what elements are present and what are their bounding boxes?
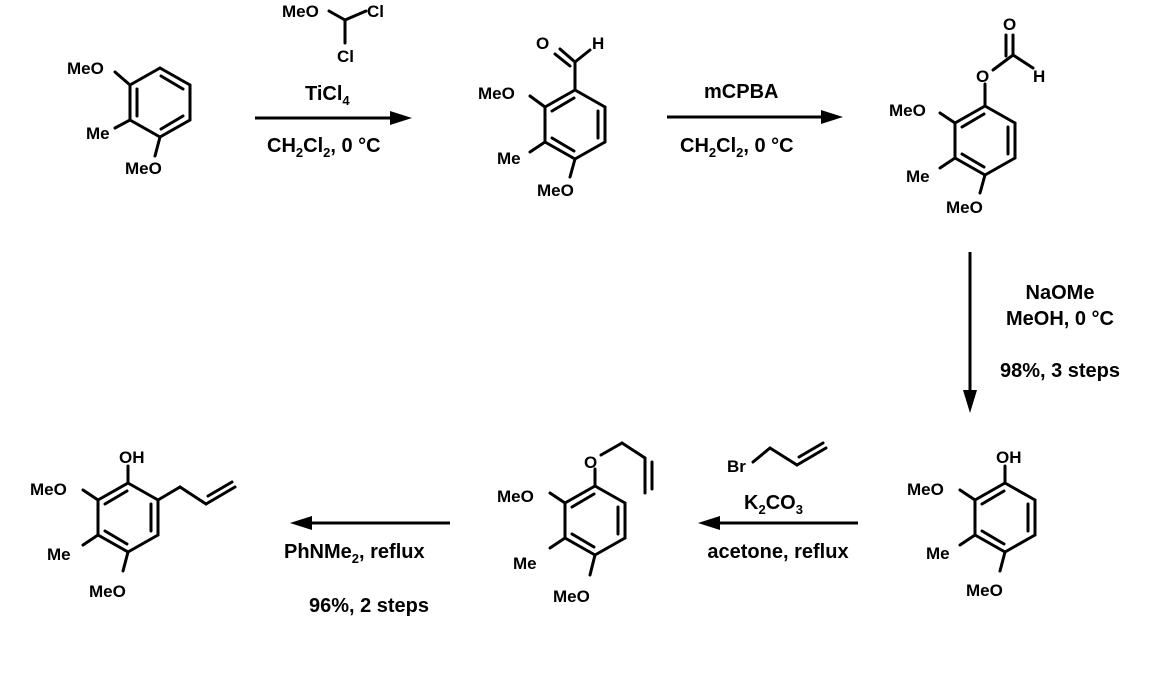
c3-ester-oxygen-label: O: [976, 67, 989, 86]
c2-methoxy-label: MeO: [478, 84, 515, 103]
compound-4-phenol: OH MeO Me MeO: [907, 448, 1037, 600]
base-label: NaOMe: [1026, 282, 1095, 304]
c5-methoxy-bottom-label: MeO: [553, 587, 590, 606]
c6-hydroxyl-label: OH: [119, 448, 145, 467]
c5-methyl-label: Me: [513, 554, 537, 573]
c6-methyl-label: Me: [47, 545, 71, 564]
compound-1-dimethoxytoluene: MeO Me MeO: [67, 59, 192, 178]
c4-methoxy-label: MeO: [907, 480, 944, 499]
c5-methoxy-label: MeO: [497, 487, 534, 506]
step-3-yield-label: 98%, 3 steps: [1000, 360, 1120, 382]
c4-methyl-label: Me: [926, 544, 950, 563]
c2-carbonyl-oxygen-label: O: [536, 34, 549, 53]
reagent-chloro-1-label: Cl: [367, 2, 384, 21]
compound-4-bonds: [958, 464, 1037, 573]
dichloromethyl-methyl-ether-structure: MeO Cl Cl: [282, 2, 384, 66]
compound-2-bonds: [528, 47, 607, 179]
step-2-conditions: mCPBA CH2Cl2, 0 °C: [667, 81, 843, 160]
compound-3-aryl-formate: O O H MeO Me MeO: [889, 15, 1045, 217]
compound-6-allyl-phenol: OH MeO Me MeO: [30, 448, 237, 601]
step-4-arrowhead: [698, 516, 720, 530]
c3-carbonyl-oxygen-label: O: [1003, 15, 1016, 34]
allyl-bromide-structure: Br: [727, 441, 828, 476]
c6-methoxy-label: MeO: [30, 480, 67, 499]
c3-formyl-hydrogen-label: H: [1033, 67, 1045, 86]
c2-methoxy-bottom-label: MeO: [537, 181, 574, 200]
oxidant-label: mCPBA: [704, 81, 778, 103]
step-5-solvent-label: PhNMe2, reflux: [284, 541, 425, 566]
lewis-acid-label: TiCl4: [305, 83, 350, 108]
compound-6-bonds: [81, 464, 237, 573]
c1-methoxy-top-label: MeO: [67, 59, 104, 78]
compound-3-bonds: [938, 33, 1035, 195]
compound-5-bonds: [548, 441, 654, 577]
c1-methoxy-bottom-label: MeO: [125, 159, 162, 178]
step-2-solvent-label: CH2Cl2, 0 °C: [680, 135, 794, 160]
c3-methoxy-label: MeO: [889, 101, 926, 120]
step-5-arrowhead: [290, 516, 312, 530]
step-4-solvent-label: acetone, reflux: [707, 541, 848, 563]
reagent-methoxy-label: MeO: [282, 2, 319, 21]
c3-methoxy-bottom-label: MeO: [946, 198, 983, 217]
step-1-arrowhead: [390, 111, 412, 125]
allyl-bromide-br-label: Br: [727, 457, 746, 476]
compound-1-bonds: [113, 66, 192, 158]
step-3-solvent-label: MeOH, 0 °C: [1006, 308, 1114, 330]
step-3-conditions: NaOMe MeOH, 0 °C 98%, 3 steps: [963, 252, 1120, 413]
step-2-arrowhead: [821, 110, 843, 124]
step-5-yield-label: 96%, 2 steps: [309, 595, 429, 617]
c5-ether-oxygen-label: O: [584, 453, 597, 472]
step-5-conditions: PhNMe2, reflux 96%, 2 steps: [284, 516, 450, 617]
step-1-solvent-label: CH2Cl2, 0 °C: [267, 135, 381, 160]
c1-methyl-label: Me: [86, 124, 110, 143]
c6-methoxy-bottom-label: MeO: [89, 582, 126, 601]
c2-aldehyde-hydrogen-label: H: [592, 34, 604, 53]
step-4-conditions: Br K2CO3 acetone, reflux: [698, 441, 858, 563]
c4-methoxy-bottom-label: MeO: [966, 581, 1003, 600]
compound-5-allyl-ether: O MeO Me MeO: [497, 441, 654, 606]
step-3-arrowhead: [963, 390, 977, 413]
c4-hydroxyl-label: OH: [996, 448, 1022, 467]
reagent-chloro-2-label: Cl: [337, 47, 354, 66]
compound-2-benzaldehyde: O H MeO Me MeO: [478, 34, 607, 200]
c3-methyl-label: Me: [906, 167, 930, 186]
step-1-conditions: MeO Cl Cl TiCl4 CH2Cl2, 0 °C: [255, 2, 412, 160]
c2-methyl-label: Me: [497, 149, 521, 168]
carbonate-base-label: K2CO3: [744, 492, 803, 517]
